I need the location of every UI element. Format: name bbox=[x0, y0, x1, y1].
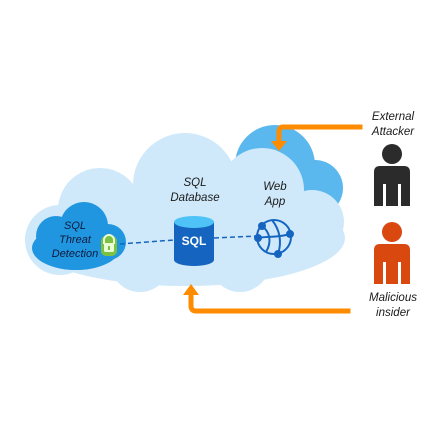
external-attacker-label-line1: External bbox=[371, 111, 415, 123]
web-app-icon bbox=[254, 219, 294, 258]
sql-database-label-line2: Database bbox=[170, 192, 220, 204]
threat-detection-label-line3: Detection bbox=[51, 248, 99, 260]
threat-detection-label-line2: Threat bbox=[59, 234, 91, 246]
web-app-label-line2: App bbox=[264, 196, 286, 208]
external-attacker-person-icon bbox=[374, 144, 410, 206]
web-app-label: Web App bbox=[250, 180, 300, 210]
threat-detection-label-line1: SQL bbox=[63, 220, 86, 232]
malicious-insider-person-icon bbox=[374, 222, 410, 284]
malicious-insider-label-line1: Malicious bbox=[369, 292, 417, 304]
malicious-insider-label-line2: insider bbox=[376, 307, 410, 319]
database-icon bbox=[174, 216, 214, 266]
threat-detection-label: SQL Threat Detection bbox=[42, 219, 108, 261]
attack-arrow-insider bbox=[183, 284, 351, 314]
sql-database-label-line1: SQL bbox=[183, 177, 207, 189]
lock-icon bbox=[101, 234, 117, 256]
malicious-insider-label: Malicious insider bbox=[360, 291, 426, 321]
database-icon-text: SQL bbox=[181, 234, 207, 248]
attack-arrow-external bbox=[271, 124, 363, 151]
external-attacker-label: External Attacker bbox=[362, 110, 424, 140]
external-attacker-label-line2: Attacker bbox=[371, 126, 415, 138]
sql-database-label: SQL Database bbox=[160, 176, 230, 206]
connector-threat-to-database bbox=[119, 239, 175, 245]
connector-database-to-webapp bbox=[213, 235, 259, 239]
web-app-label-line1: Web bbox=[263, 181, 287, 193]
